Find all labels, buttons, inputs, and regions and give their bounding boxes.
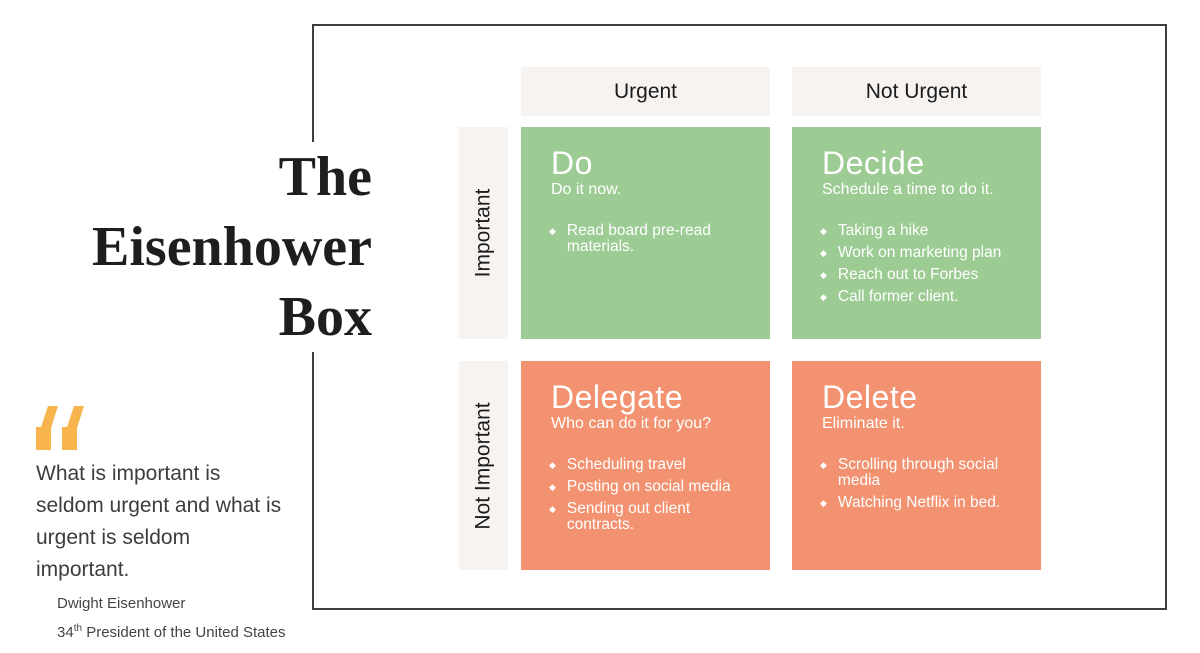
list-item: ◆Scrolling through social media <box>820 456 999 489</box>
quadrant-delete-subtitle: Eliminate it. <box>822 415 905 432</box>
quadrant-delete: Delete Eliminate it. ◆Scrolling through … <box>792 361 1041 570</box>
ordinal-superscript: th <box>73 623 83 634</box>
list-item: ◆Posting on social media <box>549 478 731 495</box>
quadrant-delegate-subtitle: Who can do it for you? <box>551 415 712 432</box>
list-item: ◆Reach out to Forbes <box>820 266 979 283</box>
list-item: ◆Read board pre-read materials. <box>549 222 711 255</box>
diamond-bullet-icon: ◆ <box>549 504 556 514</box>
quadrant-do-subtitle: Do it now. <box>551 181 622 198</box>
column-header-urgent: Urgent <box>521 67 770 116</box>
quadrant-delegate: Delegate Who can do it for you? ◆Schedul… <box>521 361 770 570</box>
diamond-bullet-icon: ◆ <box>820 498 827 508</box>
list-item: ◆Taking a hike <box>820 222 929 239</box>
diamond-bullet-icon: ◆ <box>820 270 827 280</box>
list-item: ◆Watching Netflix in bed. <box>820 494 1001 511</box>
row-header-not-important: Not Important <box>459 361 508 570</box>
diamond-bullet-icon: ◆ <box>820 248 827 258</box>
list-item: ◆Scheduling travel <box>549 456 686 473</box>
quadrant-delegate-list: ◆Scheduling travel ◆Posting on social me… <box>549 456 752 533</box>
quadrant-do: Do Do it now. ◆Read board pre-read mater… <box>521 127 770 339</box>
quadrant-do-list: ◆Read board pre-read materials. <box>549 222 752 255</box>
quadrant-delete-title: Delete <box>822 379 918 415</box>
list-item: ◆Work on marketing plan <box>820 244 1002 261</box>
quote-author: Dwight Eisenhower <box>57 595 186 612</box>
diamond-bullet-icon: ◆ <box>820 460 827 470</box>
quote-text: What is important is seldom urgent and w… <box>36 462 282 581</box>
diamond-bullet-icon: ◆ <box>820 292 827 302</box>
quadrant-delete-list: ◆Scrolling through social media ◆Watchin… <box>820 456 1023 511</box>
quadrant-decide-subtitle: Schedule a time to do it. <box>822 181 994 198</box>
column-header-not-urgent: Not Urgent <box>792 67 1041 116</box>
list-item: ◆Call former client. <box>820 288 959 305</box>
diamond-bullet-icon: ◆ <box>549 482 556 492</box>
diamond-bullet-icon: ◆ <box>820 226 827 236</box>
list-item: ◆Sending out client contracts. <box>549 500 691 533</box>
quote-attribution: Dwight Eisenhower 34th President of the … <box>57 591 285 645</box>
quadrant-decide-list: ◆Taking a hike ◆Work on marketing plan ◆… <box>820 222 1023 305</box>
quadrant-do-title: Do <box>551 145 593 181</box>
quadrant-delegate-title: Delegate <box>551 379 684 415</box>
quote-marks-icon <box>36 406 84 450</box>
diamond-bullet-icon: ◆ <box>549 460 556 470</box>
page-title: The Eisenhower Box <box>0 142 372 352</box>
diamond-bullet-icon: ◆ <box>549 226 556 236</box>
quote-author-title: 34th President of the United States <box>57 623 286 641</box>
quadrant-decide-title: Decide <box>822 145 925 181</box>
row-header-important: Important <box>459 127 508 339</box>
quadrant-decide: Decide Schedule a time to do it. ◆Taking… <box>792 127 1041 339</box>
